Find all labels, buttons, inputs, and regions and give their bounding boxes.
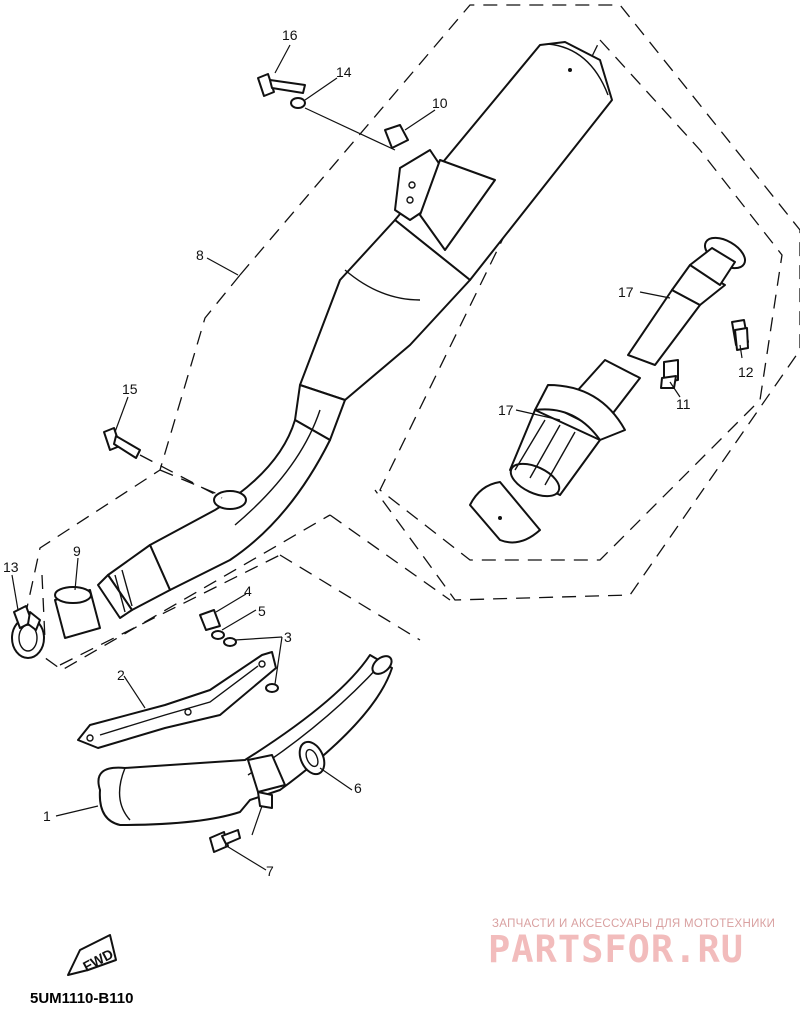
tail-pipe-16 [627, 236, 746, 366]
assembly-outlines [19, 4, 800, 671]
callout-labels: 16 14 10 8 17 12 15 11 16 17 9 13 4 5 3 … [3, 27, 754, 879]
silencer-end [469, 481, 541, 544]
gasket-6 [298, 740, 326, 776]
pipe-flange [247, 754, 286, 809]
callout-12: 12 [738, 364, 754, 380]
callout-15-top: 16 [282, 27, 298, 43]
washer-3 [223, 637, 279, 693]
spark-arrester-17 [509, 359, 641, 498]
clamp-13 [11, 605, 45, 659]
callout-16: 17 [618, 284, 634, 300]
bolt-12 [731, 319, 749, 351]
damper-10 [384, 124, 409, 149]
callout-11: 11 [676, 396, 691, 412]
callout-1: 1 [43, 808, 51, 824]
callout-15-lower: 15 [122, 381, 138, 397]
protector-2 [77, 651, 277, 749]
callout-14: 14 [336, 64, 352, 80]
bolt-4 [199, 609, 221, 631]
washer-5 [211, 630, 225, 640]
silencer-tail-tube [97, 569, 133, 619]
callout-13: 13 [3, 559, 19, 575]
washer-14 [290, 97, 306, 109]
bolt-15-top [257, 73, 306, 97]
callout-10: 10 [432, 95, 448, 111]
fwd-arrow-icon: FWD [67, 934, 117, 976]
callout-8: 8 [196, 247, 204, 263]
callout-4: 4 [244, 583, 252, 599]
bolt-11 [660, 359, 679, 389]
watermark-brand: PARTSFOR.RU [488, 928, 745, 971]
callout-7: 7 [266, 863, 274, 879]
diagram-code: 5UM1110-B110 [30, 990, 134, 1007]
bolt-15-lower [103, 427, 141, 459]
watermark-subtitle: ЗАПЧАСТИ И АКСЕССУАРЫ ДЛЯ МОТОТЕХНИКИ [492, 918, 776, 930]
callout-6: 6 [354, 780, 362, 796]
gasket-9 [54, 586, 101, 639]
callout-3: 3 [284, 629, 292, 645]
bolt-7 [209, 829, 241, 853]
callout-2: 2 [117, 667, 125, 683]
leader-lines [11, 44, 743, 871]
silencer [97, 41, 613, 619]
callout-5: 5 [258, 603, 266, 619]
callout-9: 9 [73, 543, 81, 559]
